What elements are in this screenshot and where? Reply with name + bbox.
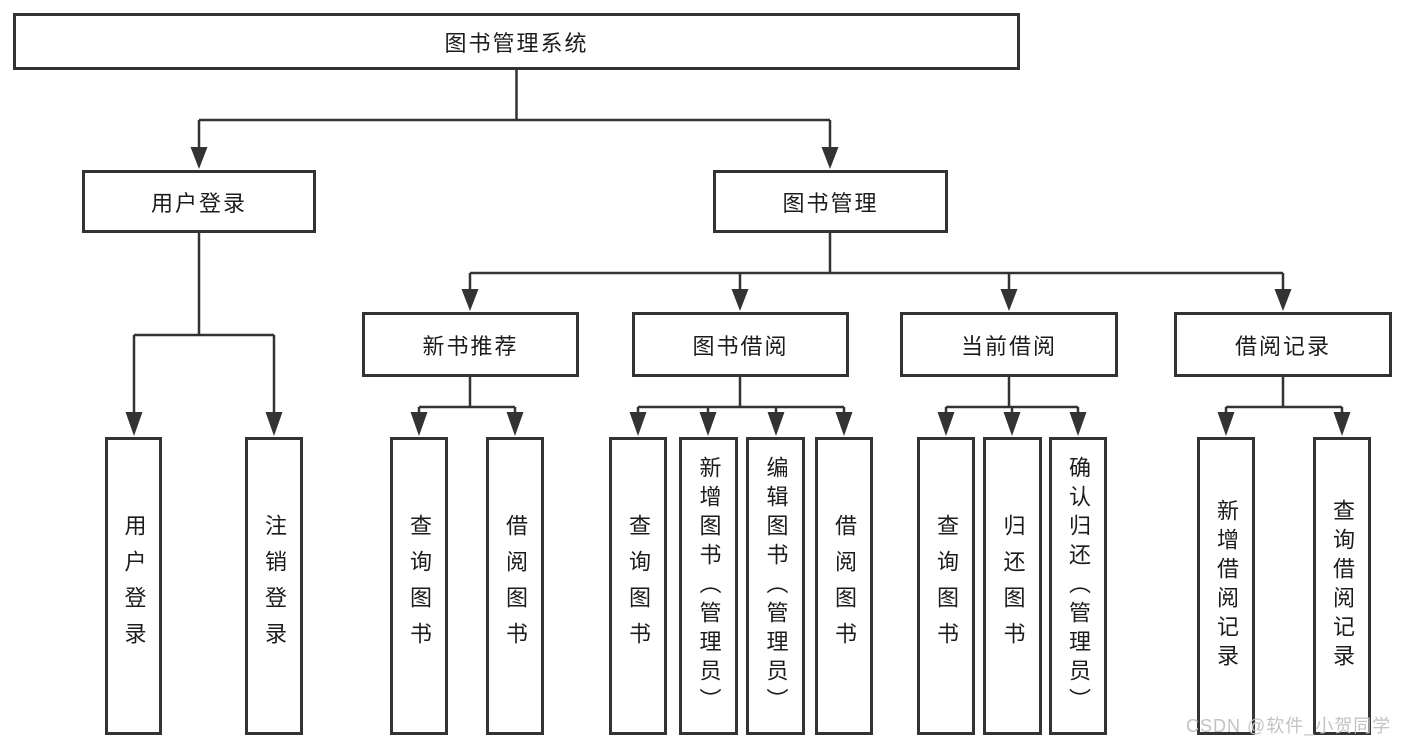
node-new-book-rec: 新书推荐 [362, 312, 579, 377]
leaf-bb-query-books-label: 查询图书 [626, 514, 651, 658]
node-new-book-rec-label: 新书推荐 [422, 333, 519, 359]
leaf-br-add-record-label: 新增借阅记录 [1214, 499, 1239, 673]
leaf-rec-borrow-books: 借阅图书 [486, 437, 544, 735]
leaf-cb-confirm-return-admin-label: 确认归还（管理员） [1066, 455, 1091, 717]
csdn-watermark: CSDN @软件_小贺同学 [1186, 716, 1392, 736]
arrowhead [461, 289, 479, 311]
arrowhead [1217, 412, 1235, 436]
leaf-bb-query-books: 查询图书 [609, 437, 667, 735]
node-user-login-label: 用户登录 [150, 190, 247, 216]
leaf-logout-label: 注销登录 [262, 514, 287, 658]
leaf-br-add-record: 新增借阅记录 [1197, 437, 1255, 735]
arrowhead [125, 412, 143, 436]
leaf-user-login-label: 用户登录 [121, 514, 147, 658]
leaf-bb-add-books-admin-label: 新增图书（管理员） [696, 455, 722, 717]
arrowhead [265, 412, 283, 436]
leaf-bb-borrow-books-label: 借阅图书 [832, 514, 857, 658]
arrowhead [767, 412, 785, 436]
arrowhead [506, 412, 524, 436]
node-root-label: 图书管理系统 [444, 30, 589, 56]
arrowhead [937, 412, 955, 436]
node-borrow-records: 借阅记录 [1174, 312, 1392, 377]
leaf-cb-return-books-label: 归还图书 [1000, 514, 1026, 658]
arrowhead [190, 147, 208, 169]
leaf-bb-borrow-books: 借阅图书 [815, 437, 873, 735]
node-current-borrow-label: 当前借阅 [960, 333, 1057, 359]
node-book-borrow: 图书借阅 [632, 312, 849, 377]
leaf-bb-add-books-admin: 新增图书（管理员） [679, 437, 738, 735]
leaf-rec-query-books-label: 查询图书 [407, 514, 432, 658]
node-root: 图书管理系统 [13, 13, 1020, 70]
node-borrow-records-label: 借阅记录 [1234, 333, 1331, 359]
leaf-cb-return-books: 归还图书 [983, 437, 1042, 735]
leaf-br-query-record-label: 查询借阅记录 [1330, 499, 1355, 673]
leaf-cb-confirm-return-admin: 确认归还（管理员） [1049, 437, 1107, 735]
leaf-logout: 注销登录 [245, 437, 303, 735]
leaf-bb-edit-books-admin-label: 编辑图书（管理员） [763, 455, 789, 717]
arrowhead [629, 412, 647, 436]
leaf-cb-query-books-label: 查询图书 [934, 514, 959, 658]
leaf-user-login: 用户登录 [105, 437, 162, 735]
arrowhead [410, 412, 428, 436]
node-book-borrow-label: 图书借阅 [692, 333, 789, 359]
arrowhead [821, 147, 839, 169]
arrowhead [835, 412, 853, 436]
leaf-bb-edit-books-admin: 编辑图书（管理员） [746, 437, 805, 735]
leaf-rec-query-books: 查询图书 [390, 437, 448, 735]
node-book-mgmt-label: 图书管理 [782, 190, 879, 216]
node-current-borrow: 当前借阅 [900, 312, 1118, 377]
arrowhead [699, 412, 717, 436]
leaf-rec-borrow-books-label: 借阅图书 [503, 514, 528, 658]
leaf-br-query-record: 查询借阅记录 [1313, 437, 1371, 735]
arrowhead [1274, 289, 1292, 311]
leaf-cb-query-books: 查询图书 [917, 437, 975, 735]
node-user-login: 用户登录 [82, 170, 316, 233]
arrowhead [1333, 412, 1351, 436]
arrowhead [1000, 289, 1018, 311]
arrowhead [731, 289, 749, 311]
arrowhead [1069, 412, 1087, 436]
node-book-mgmt: 图书管理 [713, 170, 948, 233]
arrowhead [1003, 412, 1021, 436]
